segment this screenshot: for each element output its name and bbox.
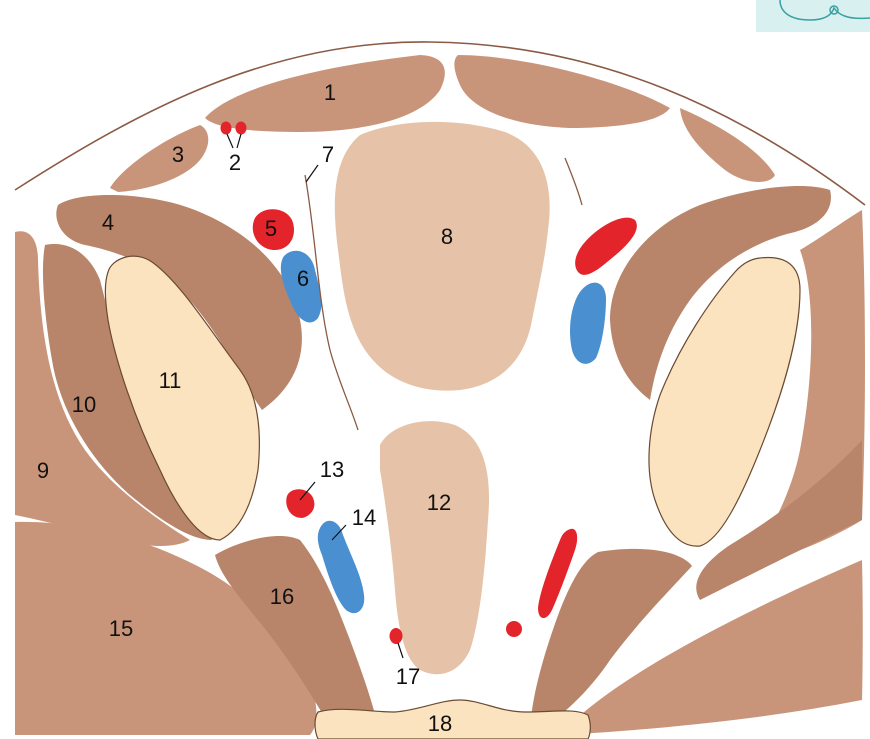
label-4: 4 xyxy=(102,210,114,235)
label-11: 11 xyxy=(159,368,182,393)
label-13: 13 xyxy=(320,457,344,482)
label-16: 16 xyxy=(270,584,294,609)
inset-background xyxy=(756,0,870,32)
muscle-3-right xyxy=(680,108,775,182)
label-7: 7 xyxy=(322,142,334,167)
vessel-2a xyxy=(221,122,232,135)
orientation-inset xyxy=(756,0,870,32)
vessel-right-small-artery xyxy=(506,621,522,637)
muscle-3-left xyxy=(110,125,208,192)
leader-17 xyxy=(398,643,403,658)
leader-2a xyxy=(227,134,233,148)
label-8: 8 xyxy=(441,224,453,249)
vessel-13-artery xyxy=(286,489,314,518)
fascia-7-right xyxy=(565,158,582,205)
label-1: 1 xyxy=(324,80,336,105)
vessel-17 xyxy=(390,628,403,644)
muscle-1-right-belly xyxy=(454,55,670,128)
label-18: 18 xyxy=(428,711,452,736)
label-5: 5 xyxy=(265,216,277,241)
leader-2b xyxy=(237,134,241,148)
label-2: 2 xyxy=(229,150,241,175)
label-3: 3 xyxy=(172,142,184,167)
vessel-2b xyxy=(236,122,247,135)
label-14: 14 xyxy=(352,505,376,530)
label-15: 15 xyxy=(109,616,133,641)
label-12: 12 xyxy=(427,490,451,515)
label-6: 6 xyxy=(297,266,309,291)
organ-8-bladder xyxy=(335,122,550,391)
vessel-right-vein xyxy=(570,283,606,364)
leader-7 xyxy=(306,165,318,182)
label-9: 9 xyxy=(37,458,49,483)
label-10: 10 xyxy=(72,392,96,417)
label-17: 17 xyxy=(396,664,420,689)
